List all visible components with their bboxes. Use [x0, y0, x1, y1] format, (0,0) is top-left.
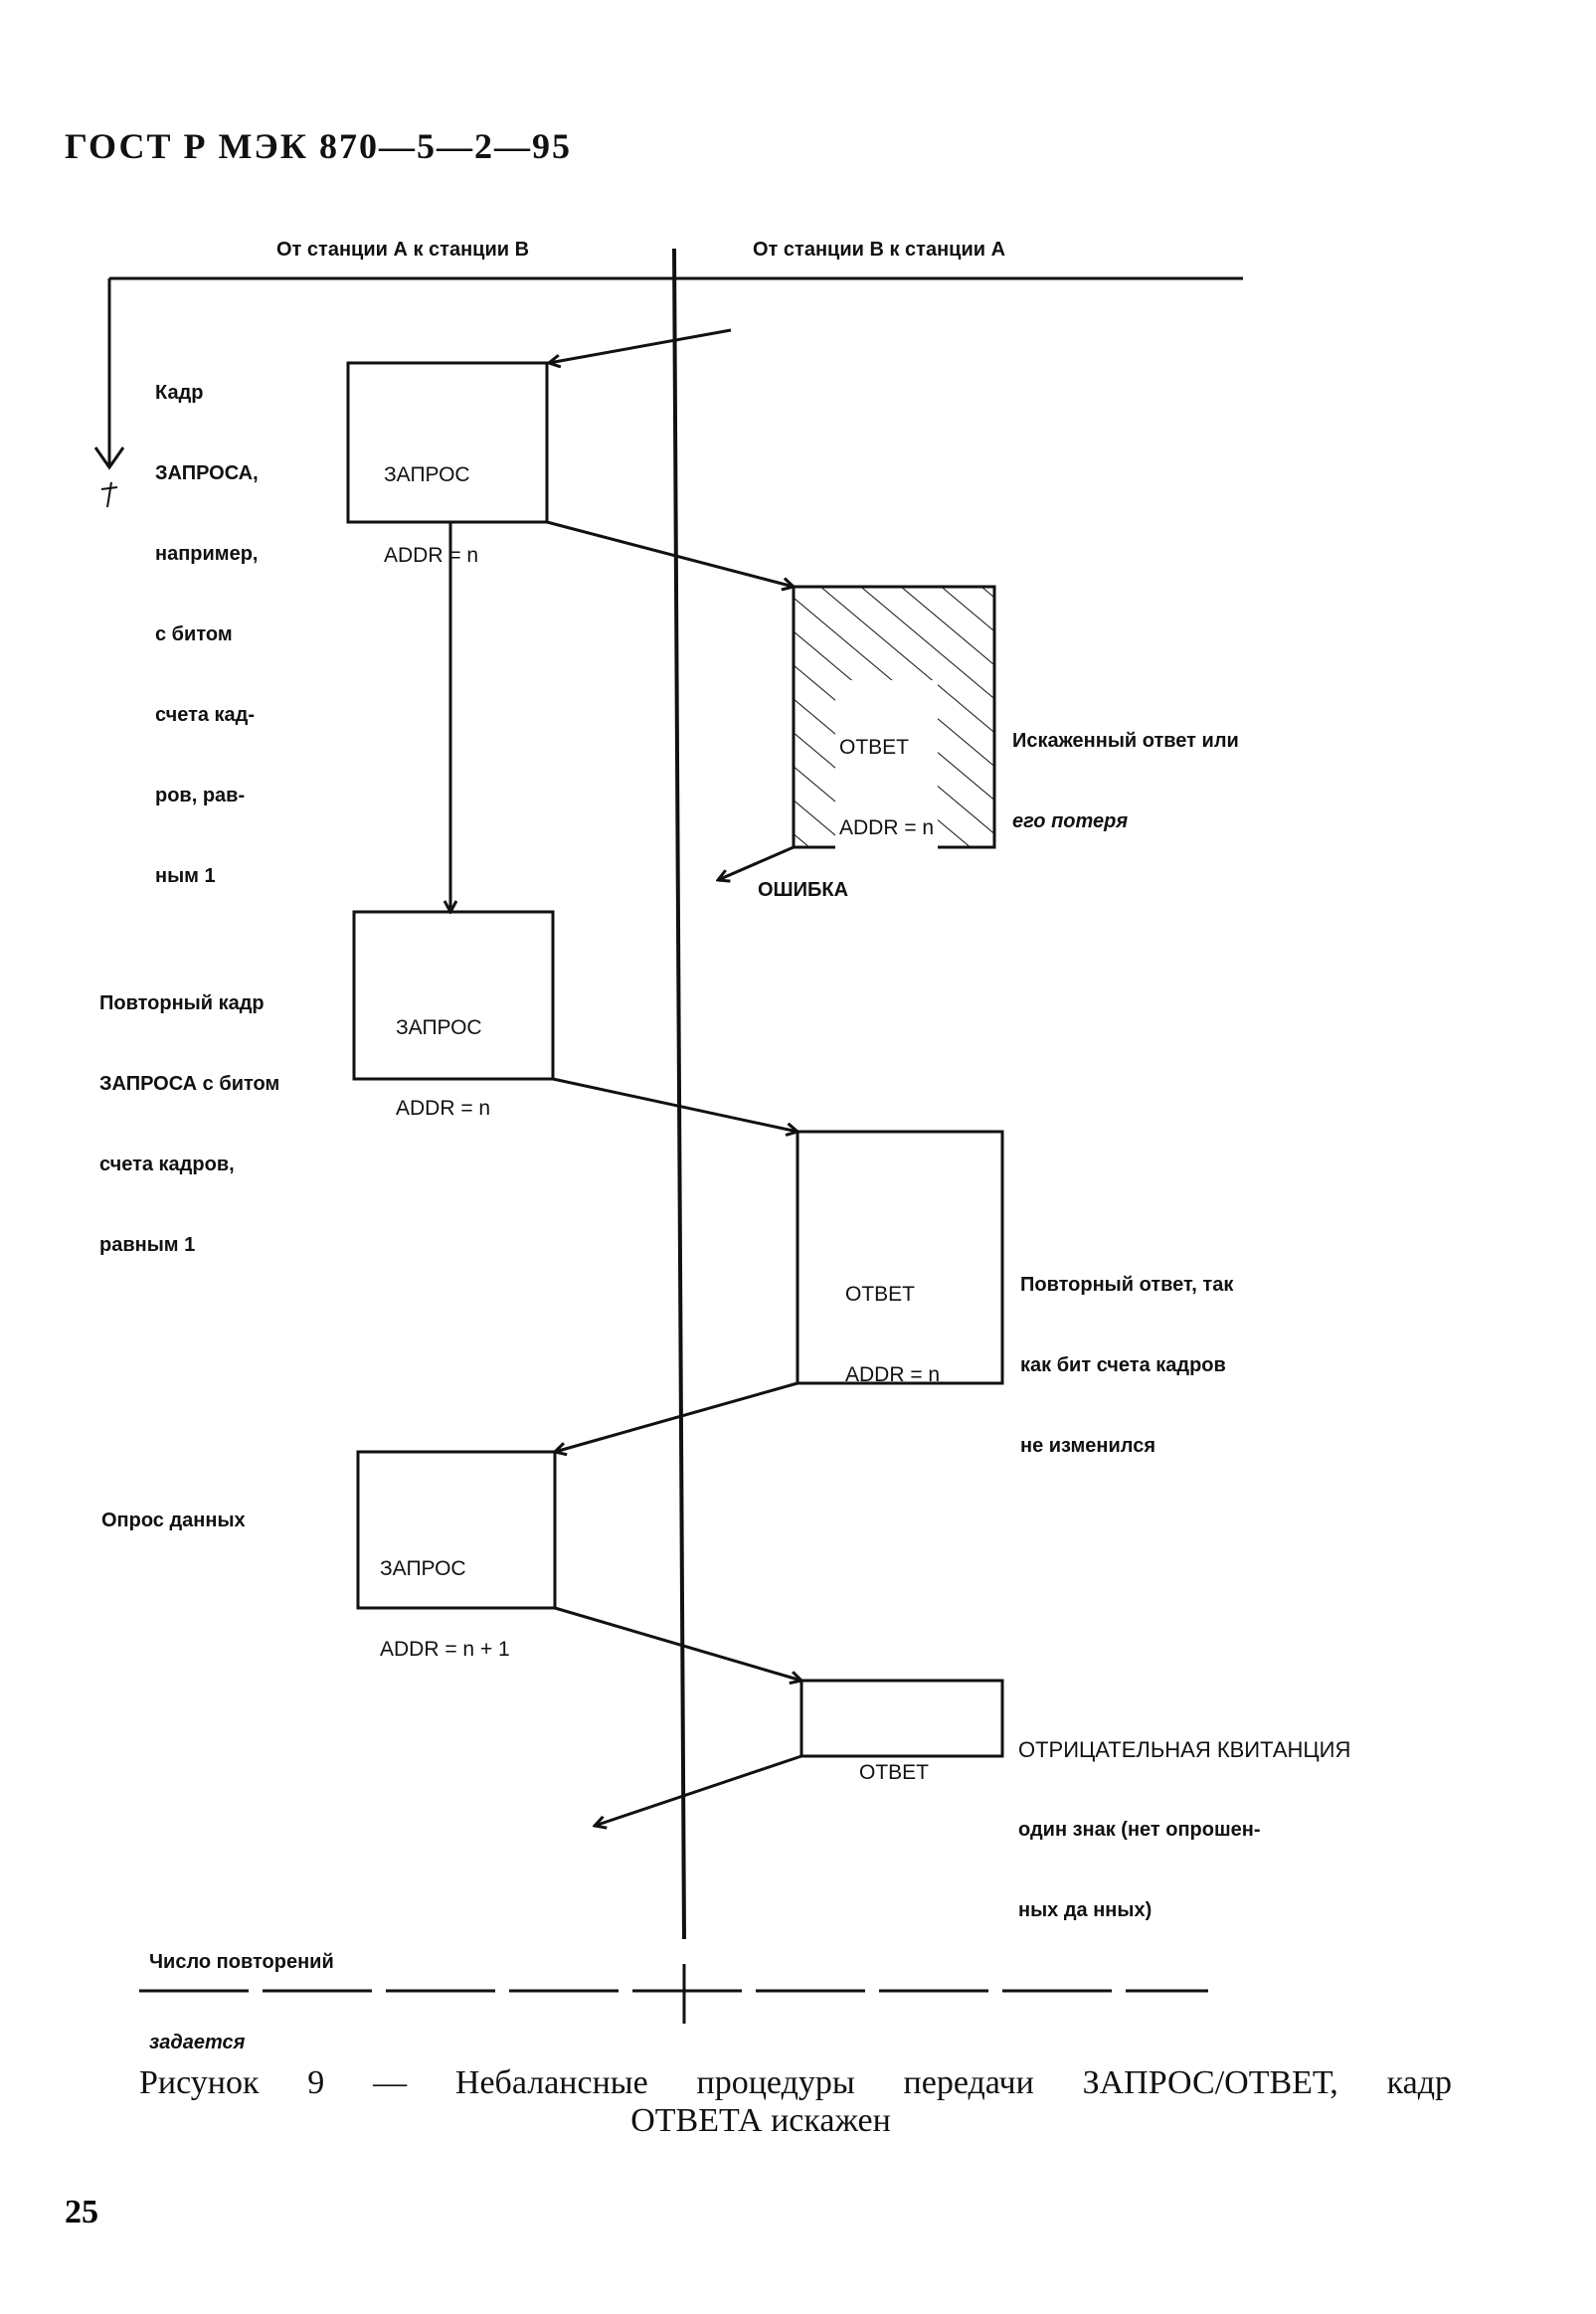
- arrow-resp3-out: [595, 1754, 802, 1826]
- label-line: равным 1: [99, 1234, 196, 1256]
- label-line: ров, рав-: [155, 785, 246, 806]
- label-line: Повторный кадр: [99, 992, 265, 1014]
- arrow-resp2-to-req3: [555, 1381, 798, 1452]
- label-line: Искаженный ответ или: [1012, 730, 1239, 752]
- label-line: например,: [155, 543, 259, 565]
- label-line: его потеря: [1012, 810, 1129, 832]
- data-poll-label: Опрос данных: [101, 1510, 246, 1531]
- label-line: Число повторений: [149, 1951, 334, 1973]
- response-box-2: [796, 1130, 1004, 1385]
- label-line: с битом: [155, 623, 233, 645]
- label-line: ным 1: [155, 865, 216, 887]
- repeat-response-label: Повторный ответ, так как бит счета кадро…: [1020, 1218, 1233, 1513]
- label-line: счета кадров,: [99, 1154, 235, 1175]
- standard-header: ГОСТ Р МЭК 870—5—2—95: [65, 126, 572, 166]
- label-line: как бит счета кадров: [1020, 1354, 1226, 1376]
- time-axis-arrow-icon: [93, 446, 125, 470]
- box-line: ADDR = n: [384, 544, 479, 567]
- distorted-response-label: Искаженный ответ или его потеря: [1012, 674, 1239, 889]
- box-line: ЗАПРОС: [380, 1557, 466, 1580]
- box-line: ОТВЕТ: [839, 736, 910, 759]
- arrow-req1-to-resp1: [546, 520, 794, 587]
- request-box-3: [356, 1450, 557, 1610]
- arrow-in-req1: [549, 328, 732, 363]
- label-line: не изменился: [1020, 1435, 1156, 1457]
- label-line: Повторный ответ, так: [1020, 1274, 1234, 1296]
- nack-label: ОТРИЦАТЕЛЬНАЯ КВИТАНЦИЯ один знак (нет о…: [1018, 1683, 1350, 1978]
- page-number: 25: [65, 2194, 98, 2230]
- arrow-req2-to-resp2: [552, 1077, 798, 1132]
- response-box-3-text: ОТВЕТ: [859, 1705, 929, 1840]
- label-line: задается: [149, 2032, 246, 2053]
- box-line: ADDR = n: [845, 1363, 941, 1386]
- label-line: ных да нных): [1018, 1899, 1153, 1921]
- column-heading-left: От станции А к станции В: [276, 239, 530, 261]
- station-divider-line: [672, 248, 686, 1940]
- box-line: ОТВЕТ: [859, 1761, 930, 1784]
- request-box-1-text: ЗАПРОС ADDR = n: [384, 408, 478, 623]
- repeat-request-label: Повторный кадр ЗАПРОСА с битом счета кад…: [99, 937, 279, 1313]
- request-box-2-text: ЗАПРОС ADDR = n: [396, 961, 490, 1175]
- box-line: ЗАПРОС: [396, 1016, 482, 1039]
- label-line: Кадр: [155, 382, 204, 404]
- label-line: ЗАПРОСА с битом: [99, 1073, 280, 1095]
- box-line: ЗАПРОС: [384, 463, 470, 486]
- figure-caption-line-2: ОТВЕТА искажен: [630, 2102, 891, 2139]
- label-line: один знак (нет опрошен-: [1018, 1819, 1261, 1841]
- figure-caption-line-1: Рисунок 9 — Небалансные процедуры переда…: [139, 2064, 1452, 2101]
- response-box-3: [799, 1679, 1004, 1758]
- label-line: ЗАПРОСА,: [155, 462, 259, 484]
- box-line: ADDR = n + 1: [380, 1638, 510, 1661]
- response-box-2-text: ОТВЕТ ADDR = n: [845, 1227, 940, 1442]
- arrow-req3-to-resp3: [554, 1606, 801, 1681]
- distorted-response-box-text: ОТВЕТ ADDR = n: [835, 680, 939, 895]
- label-line: ОТРИЦАТЕЛЬНАЯ КВИТАНЦИЯ: [1018, 1737, 1351, 1762]
- box-line: ADDR = n: [396, 1097, 491, 1120]
- request-frame-label: Кадр ЗАПРОСА, например, с битом счета ка…: [155, 326, 259, 944]
- request-box-1: [346, 361, 549, 524]
- repeat-count-label: Число повторений задается: [149, 1895, 334, 2110]
- request-box-3-text: ЗАПРОС ADDR = n + 1: [380, 1502, 510, 1716]
- arrow-error: [718, 845, 795, 880]
- error-label: ОШИБКА: [758, 879, 849, 901]
- column-heading-right: От станции В к станции А: [753, 239, 1006, 261]
- box-line: ADDR = n: [839, 816, 935, 839]
- box-line: ОТВЕТ: [845, 1283, 916, 1306]
- label-line: счета кад-: [155, 704, 256, 726]
